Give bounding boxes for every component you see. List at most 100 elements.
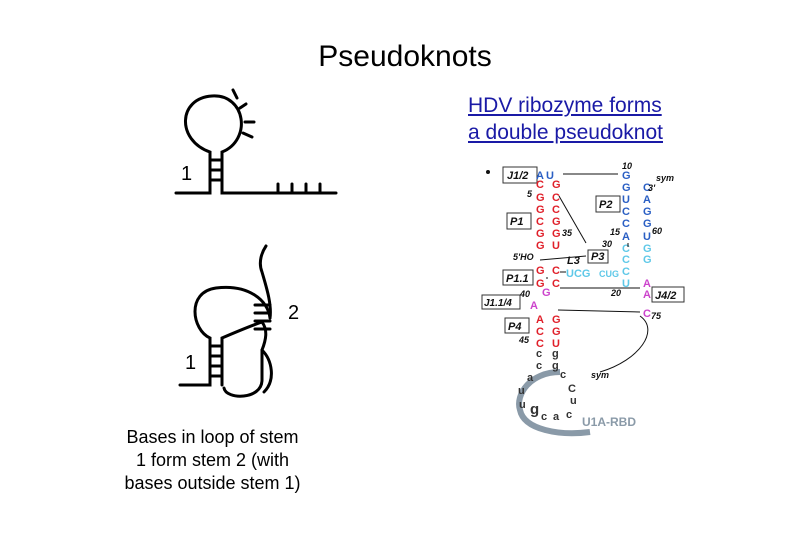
svg-text:C: C	[568, 383, 576, 395]
svg-text:g: g	[530, 401, 539, 418]
p1-right-strand: GCC GGU CC GGU	[552, 179, 561, 350]
svg-text:G: G	[552, 216, 561, 228]
box-p3: P3	[591, 251, 604, 263]
svg-text:G: G	[622, 182, 631, 194]
svg-text:A: A	[536, 314, 544, 326]
svg-text:u: u	[519, 399, 526, 411]
schematic-caption: Bases in loop of stem 1 form stem 2 (wit…	[100, 426, 325, 495]
svg-text:G: G	[542, 287, 551, 299]
svg-text:G: G	[536, 204, 545, 216]
svg-text:G: G	[643, 243, 652, 255]
svg-text:G: G	[643, 254, 652, 266]
p2-stack: GGU CCA CAG GU	[622, 170, 652, 243]
svg-text:75: 75	[651, 311, 662, 321]
svg-text:10: 10	[622, 161, 632, 171]
svg-text:A: A	[622, 231, 630, 243]
svg-text:C: C	[536, 338, 544, 350]
svg-text:C: C	[552, 192, 560, 204]
svg-text:g: g	[552, 360, 559, 372]
svg-text:U: U	[552, 338, 560, 350]
svg-text:a: a	[553, 411, 560, 423]
svg-text:g: g	[552, 348, 559, 360]
svg-text:G: G	[536, 192, 545, 204]
j42-bases: AA GA C	[530, 278, 651, 320]
svg-text:G: G	[552, 326, 561, 338]
svg-text:G: G	[552, 228, 561, 240]
p1-left-strand: CGG CGG GG ACC	[536, 179, 545, 350]
box-p11: P1.1	[506, 273, 529, 285]
svg-text:C: C	[622, 243, 630, 255]
hairpin-stem1-top	[174, 88, 338, 195]
svg-text:15: 15	[610, 227, 621, 237]
label-stem1-top: 1	[181, 163, 193, 185]
box-j114: J1.1/4	[484, 298, 512, 309]
svg-text:G: G	[552, 314, 561, 326]
svg-text:20: 20	[610, 288, 621, 298]
svg-text:A: A	[530, 300, 538, 312]
svg-text:C: C	[622, 218, 630, 230]
svg-text:C: C	[536, 179, 544, 191]
svg-text:C: C	[536, 216, 544, 228]
svg-text:CUG: CUG	[599, 269, 619, 279]
svg-text:sym: sym	[591, 370, 609, 380]
svg-text:G: G	[536, 265, 545, 277]
caption-line2: 1 form stem 2 (with	[135, 450, 290, 470]
svg-text:60: 60	[652, 226, 662, 236]
svg-text:c: c	[566, 409, 572, 421]
svg-text:C: C	[622, 254, 630, 266]
svg-text:U: U	[622, 194, 630, 206]
box-l3: L3	[567, 255, 580, 267]
hdv-caption-line1: HDV ribozyme forms	[468, 94, 662, 117]
svg-text:G: G	[643, 218, 652, 230]
svg-text:A: A	[643, 278, 651, 290]
u1a-rbd-label: U1A-RBD	[582, 415, 636, 429]
svg-text:C: C	[643, 182, 651, 194]
svg-text:c: c	[541, 411, 547, 423]
svg-text:U: U	[643, 231, 651, 243]
svg-text:G: G	[622, 170, 631, 182]
svg-text:U: U	[546, 170, 554, 182]
svg-text:5'HO: 5'HO	[513, 252, 534, 262]
svg-text:c: c	[560, 369, 566, 381]
u1a-loop	[516, 369, 591, 437]
svg-text:40: 40	[519, 289, 530, 299]
slide-title: Pseudoknots	[318, 40, 492, 73]
svg-text:C: C	[643, 308, 651, 320]
hdv-caption: HDV ribozyme forms a double pseudoknot	[468, 92, 718, 146]
box-j42: J4/2	[655, 290, 676, 302]
caption-line3: bases outside stem 1)	[124, 473, 301, 493]
caption-line1: Bases in loop of stem	[126, 427, 299, 447]
box-p2: P2	[599, 199, 612, 211]
svg-text:30: 30	[602, 239, 612, 249]
svg-text:C: C	[536, 326, 544, 338]
svg-text:G: G	[536, 228, 545, 240]
svg-text:U: U	[622, 278, 630, 290]
svg-text:35: 35	[562, 228, 573, 238]
label-stem1-bottom: 1	[185, 352, 197, 374]
svg-text:G: G	[552, 179, 561, 191]
p3-stack: CCC U UCG CUG	[566, 243, 630, 290]
svg-text:45: 45	[518, 335, 530, 345]
svg-text:sym: sym	[656, 173, 674, 183]
svg-text:u: u	[518, 385, 525, 397]
svg-text:5: 5	[527, 189, 533, 199]
svg-text:A: A	[643, 194, 651, 206]
label-stem2: 2	[288, 302, 300, 324]
pseudoknot-bottom	[178, 244, 273, 398]
hdv-connectors	[539, 173, 649, 373]
svg-text:C: C	[552, 265, 560, 277]
svg-text:3': 3'	[648, 183, 656, 193]
svg-text:UCG: UCG	[566, 268, 590, 280]
box-p4: P4	[508, 321, 521, 333]
svg-text:u: u	[570, 395, 577, 407]
svg-text:A: A	[643, 289, 651, 301]
hdv-caption-line2: a double pseudoknot	[468, 121, 663, 144]
svg-text:C: C	[622, 266, 630, 278]
svg-text:c: c	[536, 348, 542, 360]
svg-text:G: G	[536, 278, 545, 290]
svg-text:C: C	[552, 278, 560, 290]
box-j12: J1/2	[507, 170, 528, 182]
svg-text:C: C	[622, 206, 630, 218]
